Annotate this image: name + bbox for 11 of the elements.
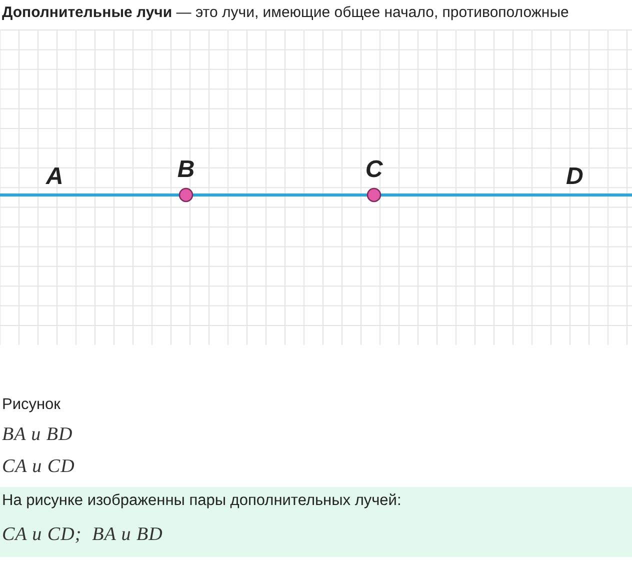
point-label: A	[46, 163, 64, 191]
figure-caption: Рисунок	[2, 396, 60, 414]
definition-text: Дополнительные лучи — это лучи, имеющие общее начало, противоположные	[2, 4, 569, 21]
point-label: C	[364, 157, 384, 183]
point-label: D	[566, 163, 584, 191]
answer-text: CA и CD; BA и BD	[2, 524, 163, 546]
answer-heading: На рисунке изображенны пары дополнительных лучей:	[2, 492, 402, 510]
point-label: B	[176, 157, 196, 183]
line-segment	[193, 194, 367, 196]
answer-text: BA и BD	[2, 424, 73, 446]
answer-text: CA и CD	[2, 456, 75, 478]
